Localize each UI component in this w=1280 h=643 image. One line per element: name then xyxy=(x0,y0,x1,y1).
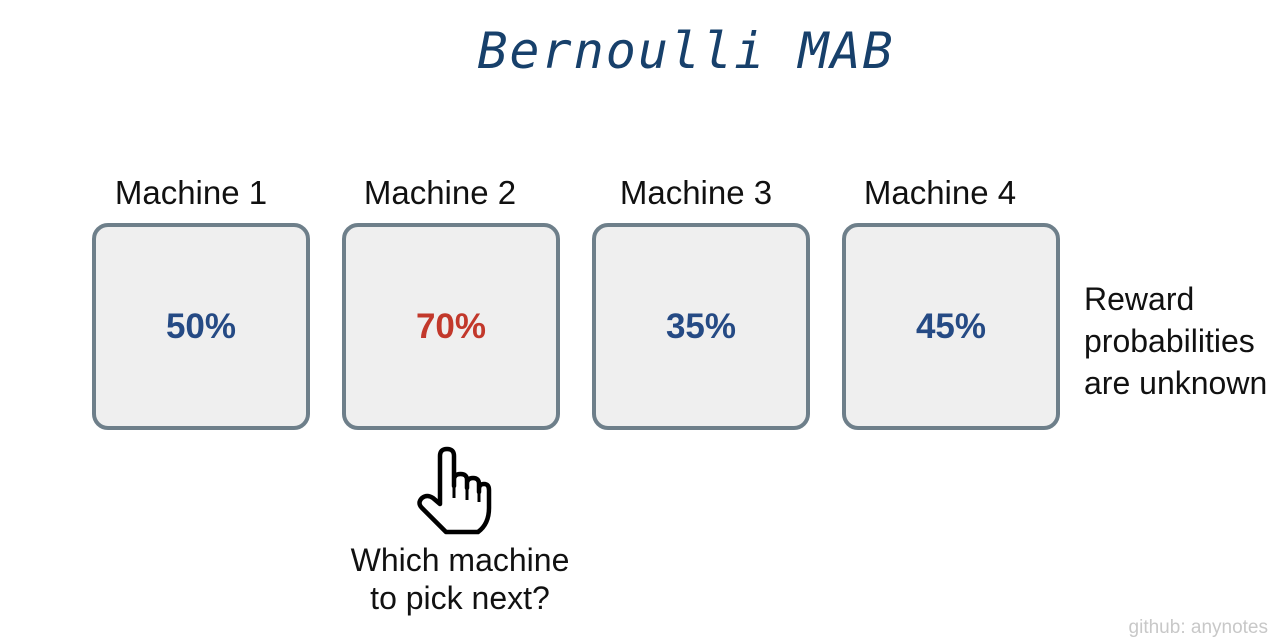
machine-4-label: Machine 4 xyxy=(863,174,1017,211)
machine-1-box[interactable]: 50% xyxy=(92,223,310,430)
question-text: Which machine to pick next? xyxy=(320,541,600,617)
reward-note: Reward probabilities are unknown xyxy=(1084,278,1267,404)
machine-4-probability: 45% xyxy=(915,306,987,346)
diagram-title: Bernoulli MAB xyxy=(477,22,895,80)
machine-3-probability: 35% xyxy=(665,306,737,346)
machine-3-box[interactable]: 35% xyxy=(592,223,810,430)
machine-2-probability: 70% xyxy=(415,306,487,346)
hand-pointer-icon xyxy=(417,446,492,535)
machine-2-label: Machine 2 xyxy=(363,174,517,211)
machine-1-label: Machine 1 xyxy=(114,174,268,211)
reward-note-line-3: are unknown xyxy=(1084,365,1268,401)
machine-2-box[interactable]: 70% xyxy=(342,223,560,430)
question-line-1: Which machine xyxy=(350,542,570,578)
machine-1-probability: 50% xyxy=(165,306,237,346)
question-line-2: to pick next? xyxy=(370,580,550,616)
machine-3-label: Machine 3 xyxy=(619,174,773,211)
machine-4-box[interactable]: 45% xyxy=(842,223,1060,430)
reward-note-line-2: probabilities xyxy=(1084,323,1255,359)
reward-note-line-1: Reward xyxy=(1084,281,1195,317)
watermark: github: anynotes xyxy=(1128,617,1268,638)
